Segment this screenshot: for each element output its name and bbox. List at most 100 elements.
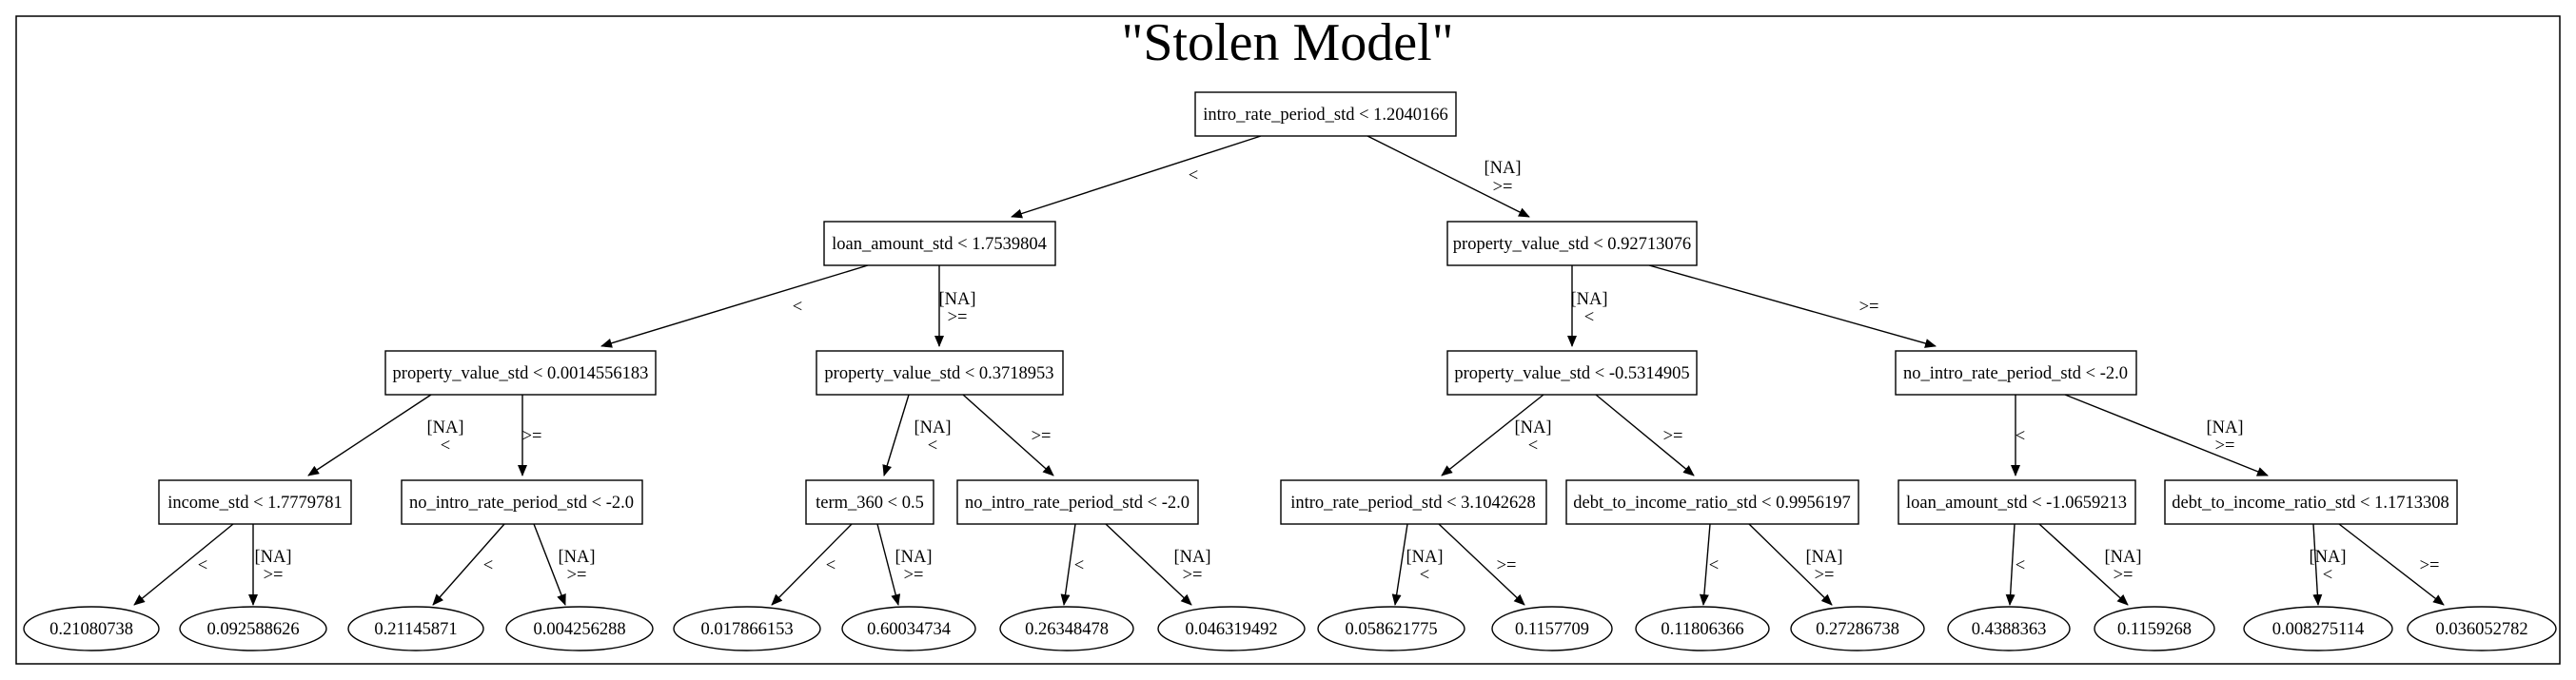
node-label: debt_to_income_ratio_std < 1.1713308 (2172, 494, 2449, 513)
node-label: intro_rate_period_std < 3.1042628 (1290, 494, 1536, 513)
node-label: no_intro_rate_period_std < -2.0 (1903, 364, 2128, 383)
leaf-node: 0.21145871 (347, 606, 484, 651)
edge-label-ge: >= (2215, 437, 2235, 456)
edge-label-ge: >= (2420, 556, 2440, 575)
leaf-value: 0.008275114 (2272, 620, 2364, 639)
edge-n1-n3 (600, 264, 869, 348)
node-label: loan_amount_std < -1.0659213 (1906, 494, 2127, 513)
edge-label-ge: >= (1663, 427, 1683, 446)
edge-label-na: [NA] (1484, 159, 1521, 178)
edge-label-ge: >= (1493, 178, 1513, 197)
edge-label-ge: >= (264, 566, 284, 585)
leaf-value: 0.092588626 (206, 620, 299, 639)
edge-label-lt: < (2016, 556, 2025, 575)
leaf-node: 0.27286738 (1790, 606, 1925, 651)
edge-label-ge: >= (1859, 298, 1879, 317)
leaf-value: 0.004256288 (533, 620, 625, 639)
leaf-node: 0.004256288 (505, 606, 654, 651)
node-label: debt_to_income_ratio_std < 0.9956197 (1573, 494, 1851, 513)
tree-node: property_value_std < 0.3718953 (816, 350, 1064, 396)
leaf-value: 0.058621775 (1345, 620, 1437, 639)
leaf-value: 0.27286738 (1816, 620, 1899, 639)
edge-label-lt: < (793, 298, 802, 317)
leaf-node: 0.092588626 (179, 606, 327, 651)
edge-label-na: [NA] (1570, 290, 1607, 309)
leaf-value: 0.60034734 (867, 620, 951, 639)
node-label: income_std < 1.7779781 (167, 494, 343, 513)
edge-labels: < [NA] >= < [NA] >= [NA] < >= [NA] < >= … (198, 159, 2440, 585)
leaf-value: 0.1157709 (1515, 620, 1589, 639)
edge-n0-n2 (1367, 135, 1530, 218)
edge-n3-n7 (307, 394, 432, 476)
edge-n11-l9 (1438, 523, 1525, 606)
edge-label-na: [NA] (426, 418, 463, 437)
leaf-node: 0.1157709 (1491, 606, 1613, 651)
edge-label-lt: < (1420, 566, 1429, 585)
edge-label-lt: < (198, 556, 207, 575)
edge-n8-l3 (533, 523, 566, 606)
edge-n14-l14 (2312, 523, 2323, 606)
tree-node: property_value_std < -0.5314905 (1446, 350, 1698, 396)
edge-n5-n12 (1595, 394, 1695, 476)
edge-label-na: [NA] (1406, 548, 1443, 567)
edge-label-ge: >= (948, 308, 968, 327)
edge-label-ge: >= (1497, 556, 1517, 575)
edge-n2-n6 (1648, 264, 1937, 348)
edge-n0-n1 (1011, 135, 1262, 219)
node-label: loan_amount_std < 1.7539804 (832, 235, 1047, 254)
leaf-node: 0.058621775 (1317, 606, 1465, 651)
leaf-node: 0.60034734 (841, 606, 976, 651)
leaf-value: 0.036052782 (2435, 620, 2527, 639)
edge-label-ge: >= (1183, 566, 1203, 585)
leaf-node: 0.1159268 (2094, 606, 2215, 651)
diagram-title: "Stolen Model" (1121, 13, 1453, 72)
edge-label-na: [NA] (254, 548, 291, 567)
node-label: no_intro_rate_period_std < -2.0 (409, 494, 634, 513)
edge-label-na: [NA] (2104, 548, 2141, 567)
edge-label-lt: < (928, 437, 937, 456)
leaf-value: 0.21145871 (374, 620, 457, 639)
tree-node: property_value_std < 0.92713076 (1446, 221, 1698, 266)
leaf-value: 0.26348478 (1025, 620, 1109, 639)
edge-label-na: [NA] (558, 548, 595, 567)
edge-label-lt: < (1709, 556, 1719, 575)
diagram-frame (15, 15, 2561, 665)
edge-label-na: [NA] (914, 418, 951, 437)
edge-label-ge: >= (2114, 566, 2134, 585)
leaf-value: 0.1159268 (2117, 620, 2192, 639)
node-label: no_intro_rate_period_std < -2.0 (965, 494, 1190, 513)
edge-label-lt: < (826, 556, 836, 575)
edge-label-ge: >= (567, 566, 587, 585)
tree-node: intro_rate_period_std < 1.2040166 (1194, 91, 1457, 137)
decision-nodes: intro_rate_period_std < 1.2040166 loan_a… (158, 91, 2458, 525)
node-label: property_value_std < 0.0014556183 (393, 364, 649, 383)
edge-label-na: [NA] (2309, 548, 2346, 567)
edge-label-lt: < (2323, 566, 2332, 585)
edge-n6-n14 (2064, 394, 2269, 476)
leaf-node: 0.11806366 (1635, 606, 1770, 651)
edge-label-ge: >= (904, 566, 924, 585)
leaf-value: 0.4388363 (1972, 620, 2047, 639)
edge-n13-l13 (2038, 523, 2129, 606)
tree-node: term_360 < 0.5 (805, 479, 934, 525)
tree-node: property_value_std < 0.0014556183 (384, 350, 657, 396)
node-label: intro_rate_period_std < 1.2040166 (1203, 106, 1448, 125)
edge-n9-l4 (771, 523, 853, 606)
edge-label-na: [NA] (1514, 418, 1551, 437)
leaf-node: 0.21080738 (23, 606, 160, 651)
edge-label-lt: < (483, 556, 493, 575)
edge-label-lt: < (1189, 166, 1198, 185)
edge-label-ge: >= (1032, 427, 1052, 446)
edge-label-na: [NA] (895, 548, 932, 567)
leaf-node: 0.008275114 (2243, 606, 2393, 651)
edge-n11-l8 (1391, 523, 1408, 606)
edge-label-na: [NA] (1173, 548, 1210, 567)
tree-node: intro_rate_period_std < 3.1042628 (1280, 479, 1547, 525)
edge-label-lt: < (1074, 556, 1084, 575)
edge-n8-l2 (432, 523, 505, 606)
edge-label-lt: < (1528, 437, 1538, 456)
tree-node: no_intro_rate_period_std < -2.0 (401, 479, 643, 525)
node-label: property_value_std < 0.92713076 (1453, 235, 1691, 254)
